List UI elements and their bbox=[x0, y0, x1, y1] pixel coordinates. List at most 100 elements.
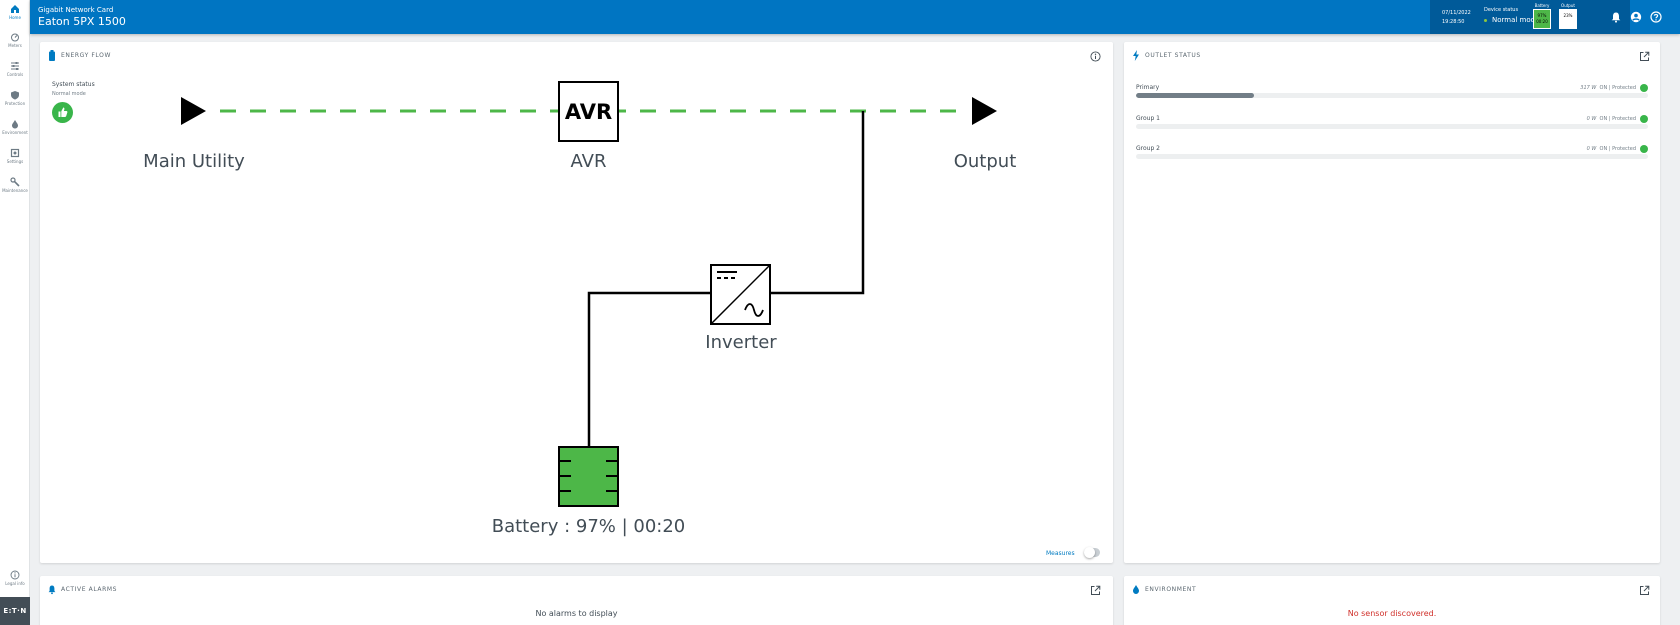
home-icon bbox=[11, 5, 19, 13]
battery-indicator-pct: 97% bbox=[1537, 13, 1547, 18]
output-indicator-pct: 23% bbox=[1563, 13, 1573, 18]
nav-label-home: Home bbox=[9, 15, 21, 20]
nav-item-protection[interactable]: Protection bbox=[0, 90, 30, 106]
battery-icon bbox=[49, 50, 55, 61]
info-icon[interactable] bbox=[1090, 51, 1101, 62]
system-status-value: Normal mode bbox=[52, 91, 86, 97]
drop-icon bbox=[1133, 585, 1139, 594]
header-time: 19:28:50 bbox=[1442, 19, 1465, 25]
outlet-name: Primary bbox=[1136, 84, 1160, 91]
nav-item-maintenance[interactable]: Maintenance bbox=[0, 177, 30, 193]
no-sensor-message: No sensor discovered. bbox=[1347, 609, 1437, 618]
header-output-indicator[interactable]: Output 23% bbox=[1558, 3, 1578, 29]
outlet-state: ON | Protected bbox=[1599, 85, 1636, 91]
sliders-icon bbox=[11, 62, 19, 70]
nav-item-home[interactable]: Home bbox=[0, 4, 30, 20]
check-circle-icon bbox=[1640, 84, 1648, 98]
nav-label-meters: Meters bbox=[8, 43, 22, 48]
avr-box-label: AVR bbox=[565, 100, 612, 124]
help-icon[interactable] bbox=[1650, 11, 1662, 23]
lightning-icon bbox=[1133, 50, 1139, 61]
inverter-label: Inverter bbox=[705, 332, 777, 353]
measures-label: Measures bbox=[1046, 550, 1075, 557]
header-status-panel: 07/11/2022 19:28:50 Device status Normal… bbox=[1430, 0, 1630, 34]
battery-label: Battery : 97% | 00:20 bbox=[492, 516, 686, 537]
nav-item-legal-info[interactable]: Legal info bbox=[0, 570, 30, 586]
nav-label-maintenance: Maintenance bbox=[2, 188, 28, 193]
nav-label-controls: Controls bbox=[6, 72, 24, 77]
bell-icon[interactable] bbox=[1610, 11, 1622, 23]
output-indicator-box: 23% bbox=[1559, 9, 1577, 29]
outlet-name: Group 1 bbox=[1136, 115, 1160, 122]
outlet-status-title: OUTLET STATUS bbox=[1145, 52, 1201, 59]
outlet-status-text: 0 W ON | Protected bbox=[1587, 146, 1636, 152]
header-subtitle: Gigabit Network Card bbox=[38, 6, 114, 14]
nav-item-environment[interactable]: Environment bbox=[0, 119, 30, 135]
outlet-status-card: OUTLET STATUS Primary 317 W ON | Protect… bbox=[1124, 42, 1660, 563]
check-circle-icon bbox=[1640, 145, 1648, 159]
inverter-output-line bbox=[770, 111, 865, 295]
info-icon bbox=[10, 570, 20, 580]
check-circle-icon bbox=[1640, 115, 1648, 129]
battery-indicator-label: Battery bbox=[1534, 3, 1550, 8]
left-navigation: Home Meters Controls Protection Environm… bbox=[0, 0, 30, 625]
system-status-label: System status bbox=[52, 81, 95, 88]
header-datetime: 07/11/2022 19:28:50 bbox=[1442, 9, 1471, 27]
open-external-icon[interactable] bbox=[1090, 585, 1101, 596]
alarm-bell-icon bbox=[48, 585, 56, 595]
status-dot-icon bbox=[1484, 18, 1487, 22]
outlet-state: ON | Protected bbox=[1599, 146, 1636, 152]
outlet-state: ON | Protected bbox=[1599, 116, 1636, 122]
environment-title: ENVIRONMENT bbox=[1145, 586, 1197, 593]
device-status-label: Device status bbox=[1484, 7, 1519, 13]
measures-toggle[interactable] bbox=[1084, 547, 1100, 558]
nav-label-legal-info: Legal info bbox=[5, 581, 25, 586]
device-status-value: Normal mode bbox=[1492, 16, 1540, 24]
open-external-icon[interactable] bbox=[1639, 51, 1650, 62]
avr-label: AVR bbox=[571, 151, 607, 172]
nav-item-controls[interactable]: Controls bbox=[0, 61, 30, 77]
outlet-load-bar bbox=[1136, 93, 1648, 98]
outlet-power: 0 W bbox=[1586, 146, 1597, 152]
energy-flow-card: ENERGY FLOW System status Normal mode bbox=[40, 42, 1113, 563]
gauge-icon bbox=[11, 33, 19, 42]
device-status: Normal mode bbox=[1484, 16, 1539, 24]
avr-block bbox=[558, 81, 619, 142]
device-title: Eaton 5PX 1500 bbox=[38, 15, 126, 28]
open-external-icon[interactable] bbox=[1639, 585, 1650, 596]
inverter-icon bbox=[710, 264, 771, 325]
outlet-load-fill bbox=[1136, 93, 1254, 98]
outlet-status-text: 317 W ON | Protected bbox=[1580, 85, 1636, 91]
nav-item-meters[interactable]: Meters bbox=[0, 32, 30, 48]
environment-card: ENVIRONMENT No sensor discovered. bbox=[1124, 576, 1660, 625]
outlet-name: Group 2 bbox=[1136, 145, 1160, 152]
energy-flow-diagram: AVR Main Utility AVR Output Inverter Bat… bbox=[143, 81, 1017, 537]
output-indicator-label: Output bbox=[1561, 3, 1575, 8]
battery-inverter-line bbox=[587, 291, 710, 448]
battery-indicator-box: 97% 00:20 bbox=[1533, 9, 1551, 29]
outlet-load-bar bbox=[1136, 154, 1648, 159]
nav-label-environment: Environment bbox=[2, 130, 28, 135]
output-arrow-icon bbox=[972, 97, 997, 125]
battery-indicator-time: 00:20 bbox=[1536, 19, 1548, 24]
toggle-knob bbox=[1084, 547, 1095, 558]
nav-item-settings[interactable]: Settings bbox=[0, 148, 30, 164]
nav-label-settings: Settings bbox=[6, 159, 24, 164]
battery-block-icon bbox=[558, 446, 619, 507]
top-header: Gigabit Network Card Eaton 5PX 1500 07/1… bbox=[30, 0, 1680, 34]
drop-icon bbox=[12, 120, 18, 129]
main-utility-label: Main Utility bbox=[143, 151, 245, 172]
outlet-load-bar bbox=[1136, 124, 1648, 129]
eaton-logo: E:T·N bbox=[0, 597, 30, 625]
active-alarms-card: ACTIVE ALARMS No alarms to display bbox=[40, 576, 1113, 625]
header-battery-indicator[interactable]: Battery 97% 00:20 bbox=[1532, 3, 1552, 29]
thumbs-up-icon bbox=[52, 102, 73, 123]
energy-flow-title: ENERGY FLOW bbox=[61, 52, 111, 59]
output-label: Output bbox=[954, 151, 1017, 172]
gear-icon bbox=[10, 148, 20, 158]
user-icon[interactable] bbox=[1630, 11, 1642, 23]
wrench-icon bbox=[10, 177, 20, 187]
outlet-power: 0 W bbox=[1586, 116, 1597, 122]
shield-icon bbox=[11, 91, 19, 100]
main-utility-arrow-icon bbox=[181, 97, 206, 125]
